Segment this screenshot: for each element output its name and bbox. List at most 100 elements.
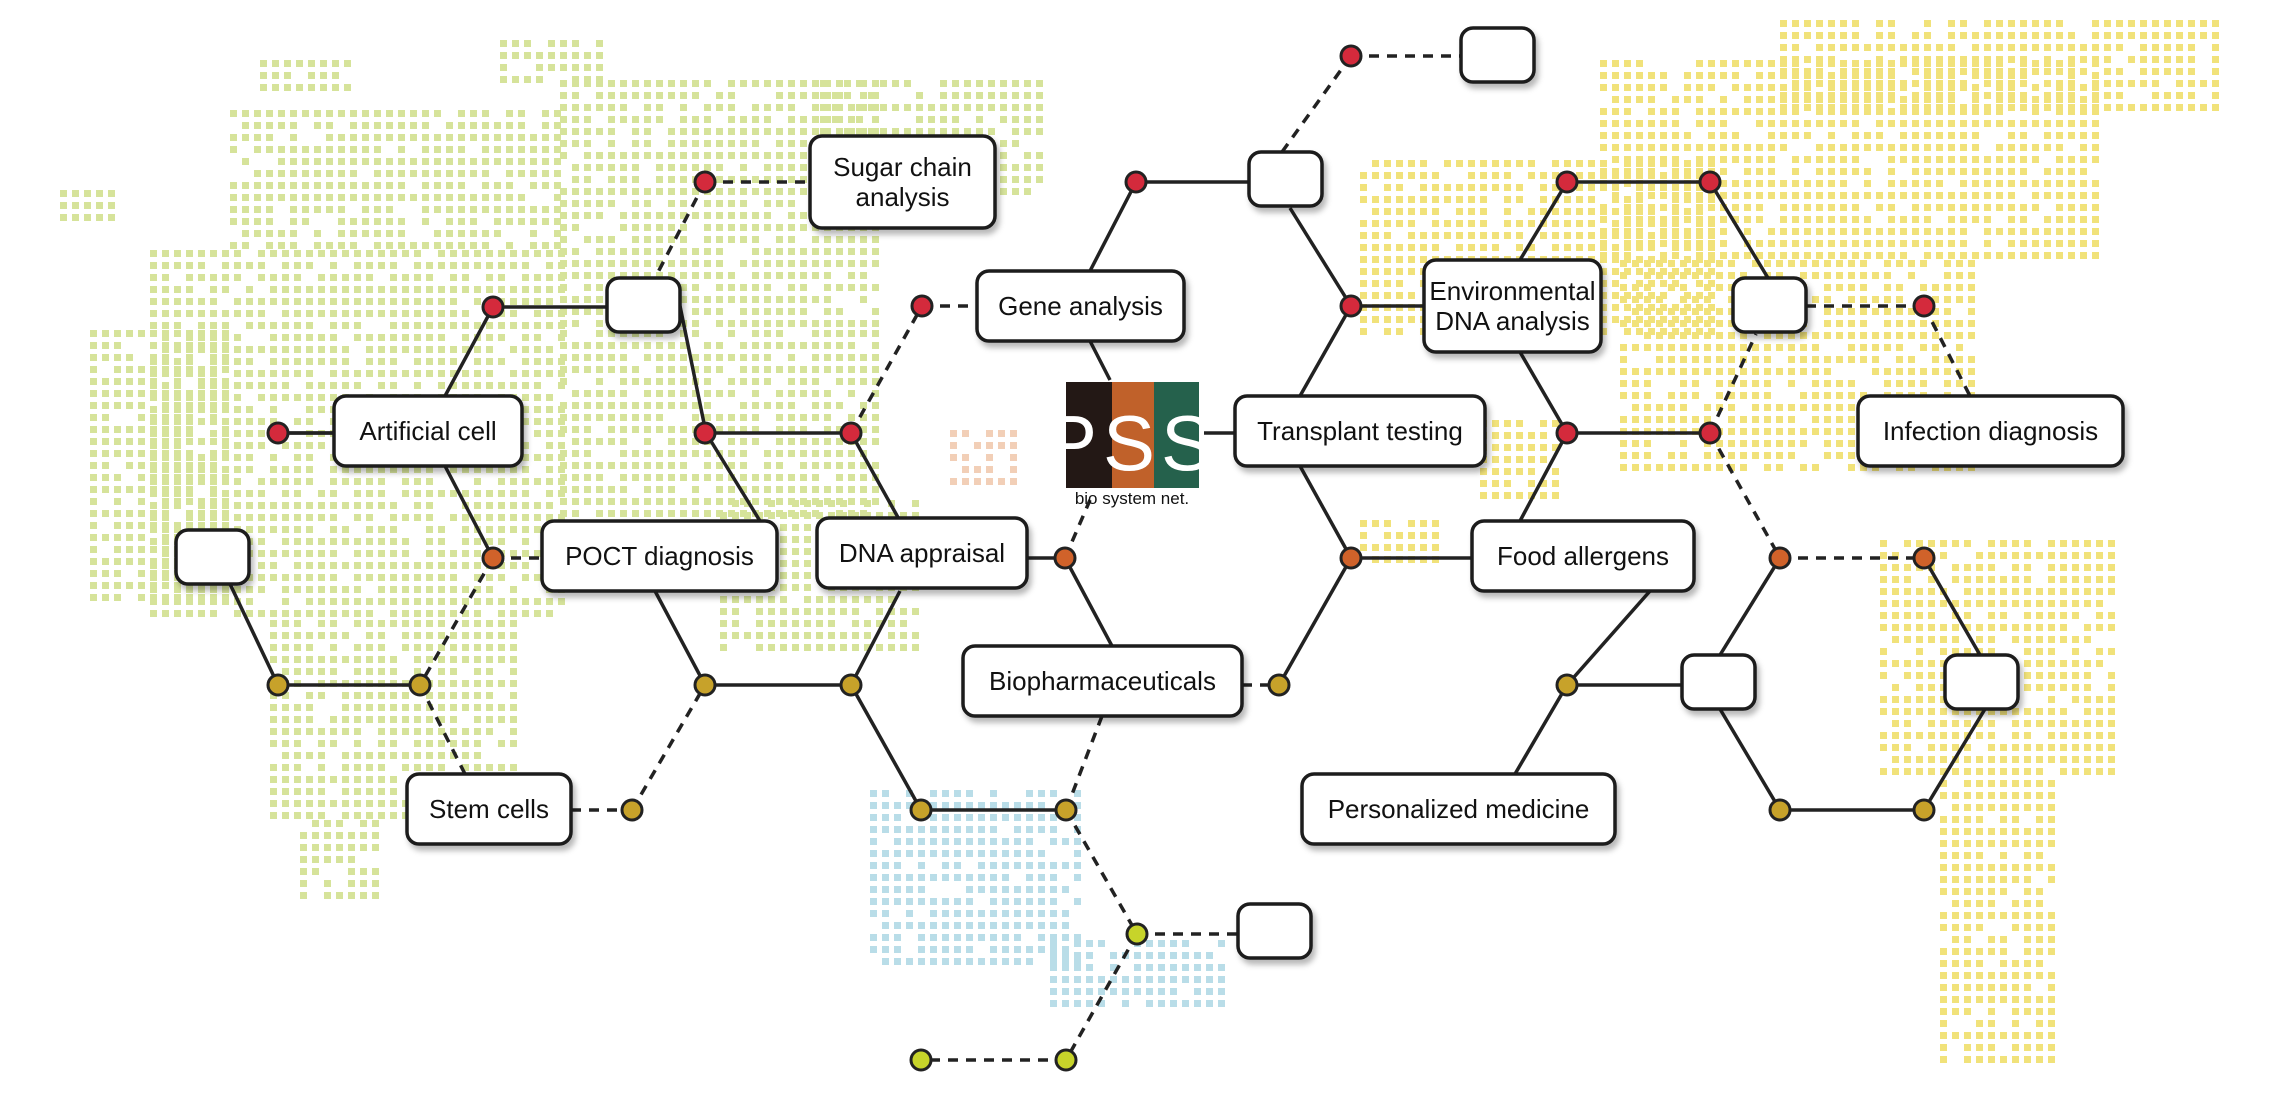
map-dot [872, 402, 879, 409]
map-dot [318, 562, 325, 569]
map-dot [306, 262, 313, 269]
map-dot [1000, 104, 1007, 111]
map-dot [680, 236, 687, 243]
map-dot [740, 308, 747, 315]
map-dot [2068, 56, 2075, 63]
map-dot [222, 586, 229, 593]
map-dot [1936, 84, 1943, 91]
map-dot [756, 608, 763, 615]
map-dot [330, 286, 337, 293]
map-dot [1656, 404, 1663, 411]
map-dot [1752, 368, 1759, 375]
map-dot [270, 764, 277, 771]
map-dot [186, 406, 193, 413]
map-dot [114, 354, 121, 361]
map-dot [668, 92, 675, 99]
map-dot [800, 462, 807, 469]
map-dot [294, 250, 301, 257]
map-dot [1840, 44, 1847, 51]
map-dot [1848, 308, 1855, 315]
map-dot [1788, 404, 1795, 411]
map-dot [728, 224, 735, 231]
map-dot [644, 80, 651, 87]
map-dot [1444, 220, 1451, 227]
map-dot [1828, 144, 1835, 151]
map-dot [1800, 440, 1807, 447]
map-dot [2044, 20, 2051, 27]
map-dot [1728, 404, 1735, 411]
map-dot [680, 284, 687, 291]
map-dot [2056, 20, 2063, 27]
map-dot [1000, 80, 1007, 87]
map-dot [294, 298, 301, 305]
map-dot [450, 262, 457, 269]
map-dot [656, 402, 663, 409]
map-dot [482, 242, 489, 249]
map-dot [1824, 380, 1831, 387]
map-dot [1840, 68, 1847, 75]
map-dot [270, 382, 277, 389]
map-dot [1912, 56, 1919, 63]
map-dot [402, 752, 409, 759]
map-dot [462, 274, 469, 281]
map-dot [306, 394, 313, 401]
map-dot [174, 358, 181, 365]
map-dot [558, 382, 565, 389]
map-dot [498, 358, 505, 365]
map-dot [1644, 404, 1651, 411]
map-dot [1672, 156, 1679, 163]
map-dot [620, 378, 627, 385]
map-dot [560, 128, 567, 135]
map-dot [162, 466, 169, 473]
map-dot [438, 310, 445, 317]
map-dot [210, 334, 217, 341]
map-dot [542, 170, 549, 177]
map-dot [342, 800, 349, 807]
map-dot [828, 632, 835, 639]
map-dot [1984, 180, 1991, 187]
map-dot [108, 190, 115, 197]
map-dot [318, 394, 325, 401]
map-dot [354, 274, 361, 281]
map-dot [1660, 268, 1667, 275]
map-dot [1720, 180, 1727, 187]
map-dot [272, 72, 279, 79]
map-dot [788, 390, 795, 397]
map-dot [1984, 120, 1991, 127]
map-dot [952, 92, 959, 99]
map-dot [1928, 744, 1935, 751]
map-dot [680, 390, 687, 397]
map-dot [1764, 356, 1771, 363]
map-dot [1804, 204, 1811, 211]
map-dot [2008, 120, 2015, 127]
map-dot [534, 370, 541, 377]
map-dot [1644, 416, 1651, 423]
map-dot [2044, 32, 2051, 39]
map-dot [1948, 60, 1955, 67]
map-dot [330, 526, 337, 533]
map-dot [246, 358, 253, 365]
map-dot [258, 442, 265, 449]
map-dot [114, 498, 121, 505]
map-dot [1680, 320, 1687, 327]
map-dot [1788, 260, 1795, 267]
map-dot [282, 250, 289, 257]
map-dot [282, 740, 289, 747]
map-dot [1624, 304, 1631, 311]
map-dot [354, 704, 361, 711]
map-dot [716, 366, 723, 373]
map-dot [1924, 32, 1931, 39]
map-dot [2044, 180, 2051, 187]
map-dot [1788, 368, 1795, 375]
map-dot [560, 510, 567, 517]
map-dot [1952, 708, 1959, 715]
map-dot [680, 92, 687, 99]
map-dot [644, 498, 651, 505]
map-dot [704, 402, 711, 409]
map-dot [1552, 220, 1559, 227]
map-dot [174, 346, 181, 353]
map-dot [150, 342, 157, 349]
map-dot [126, 402, 133, 409]
map-dot [704, 378, 711, 385]
